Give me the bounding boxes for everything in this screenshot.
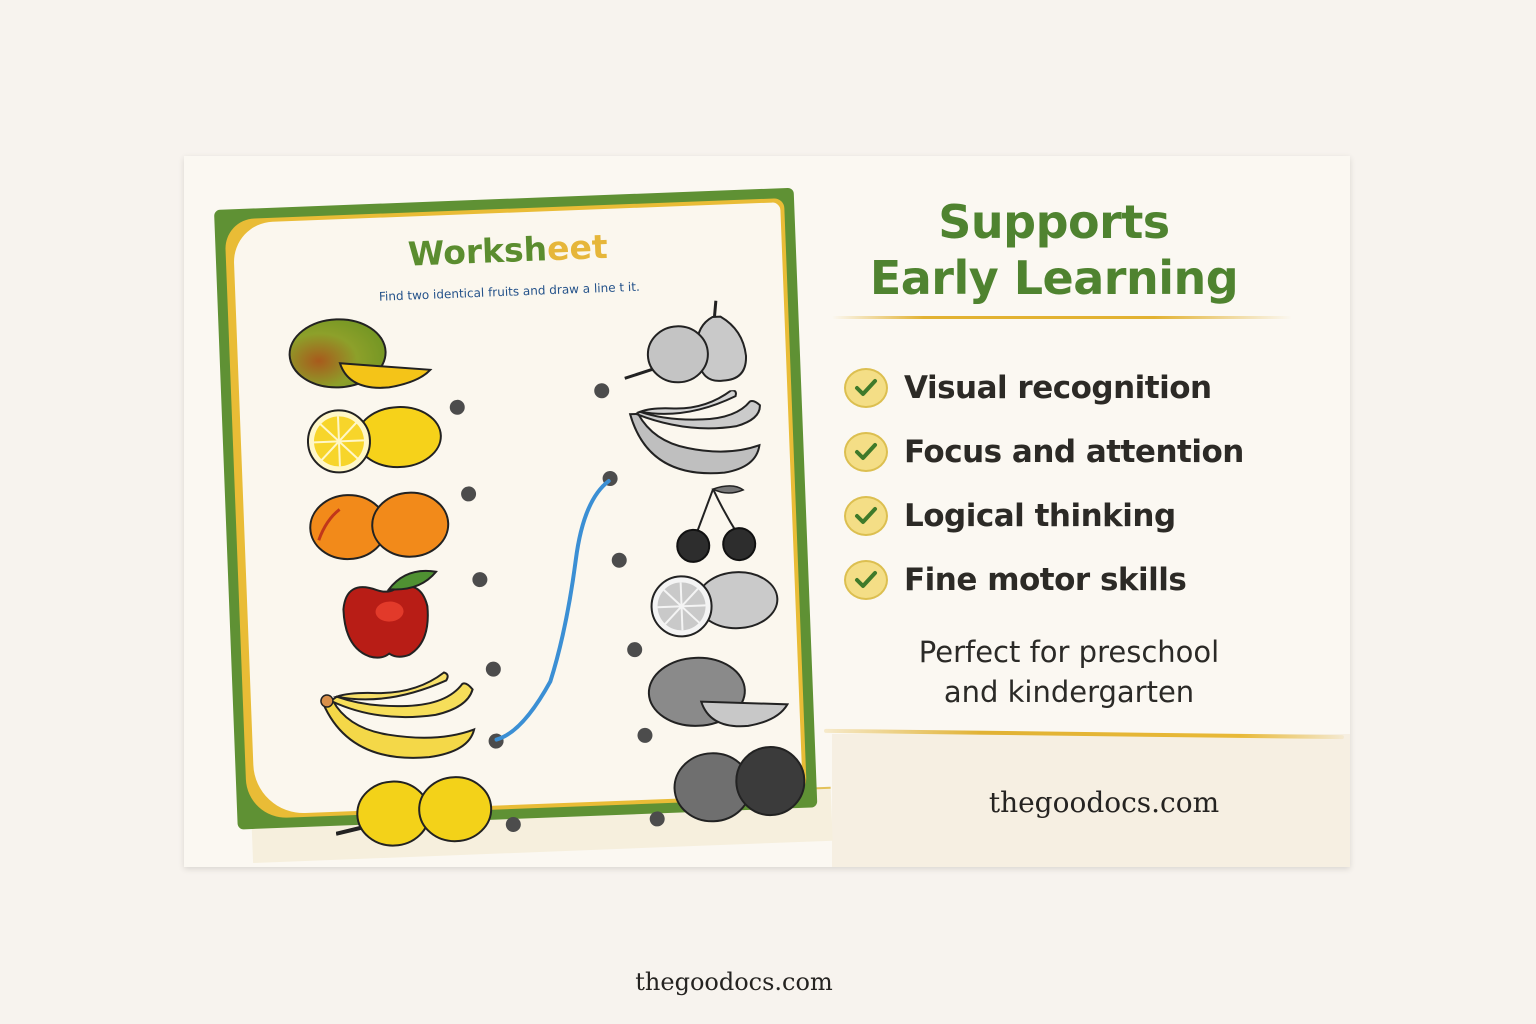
mango-icon xyxy=(288,318,433,389)
heading-line-2: Early Learning xyxy=(869,251,1239,305)
feature-label: Focus and attention xyxy=(904,434,1244,470)
mango-gray-icon xyxy=(647,656,790,728)
site-link-footer[interactable]: thegoodocs.com xyxy=(635,968,833,996)
heading-line-1: Supports xyxy=(938,195,1170,249)
worksheet-title: Worksheet xyxy=(407,226,609,274)
orange-icon xyxy=(309,491,450,561)
worksheet-frame: Worksheet Find two identical fruits and … xyxy=(214,187,818,847)
drawn-match-line xyxy=(494,479,611,742)
apple-icon xyxy=(342,569,438,659)
worksheet-preview: Worksheet Find two identical fruits and … xyxy=(214,187,849,867)
worksheet-page: Worksheet Find two identical fruits and … xyxy=(232,202,806,847)
feature-item: Visual recognition xyxy=(844,356,1244,420)
promo-card: Worksheet Find two identical fruits and … xyxy=(184,156,1350,867)
banana-gray-icon xyxy=(628,389,761,475)
feature-item: Focus and attention xyxy=(844,420,1244,484)
pear-gray-icon xyxy=(624,300,747,384)
feature-item: Logical thinking xyxy=(844,484,1244,548)
site-link-card[interactable]: thegoodocs.com xyxy=(988,786,1220,819)
lemon-icon xyxy=(306,406,442,474)
tagline: Perfect for preschool and kindergarten xyxy=(874,632,1264,712)
tagline-line-2: and kindergarten xyxy=(943,675,1195,709)
check-icon xyxy=(844,368,888,408)
feature-label: Visual recognition xyxy=(904,370,1212,406)
check-icon xyxy=(844,560,888,600)
match-dot-left-1[interactable] xyxy=(449,399,466,416)
feature-item: Fine motor skills xyxy=(844,548,1244,612)
lemon-gray-icon xyxy=(650,571,779,638)
match-dot-right-1[interactable] xyxy=(593,382,610,399)
feature-list: Visual recognition Focus and attention L… xyxy=(844,356,1244,612)
cherries-gray-icon xyxy=(676,485,757,563)
yellow-plum-icon xyxy=(335,776,493,847)
banana-icon xyxy=(320,671,476,759)
check-icon xyxy=(844,432,888,472)
tagline-line-1: Perfect for preschool xyxy=(918,635,1220,669)
gold-divider-top xyxy=(832,316,1292,319)
bottom-band xyxy=(832,734,1350,867)
check-icon xyxy=(844,496,888,536)
feature-label: Fine motor skills xyxy=(904,562,1187,598)
plum-gray-icon xyxy=(673,746,806,823)
feature-label: Logical thinking xyxy=(904,498,1176,534)
heading: Supports Early Learning xyxy=(844,194,1264,306)
